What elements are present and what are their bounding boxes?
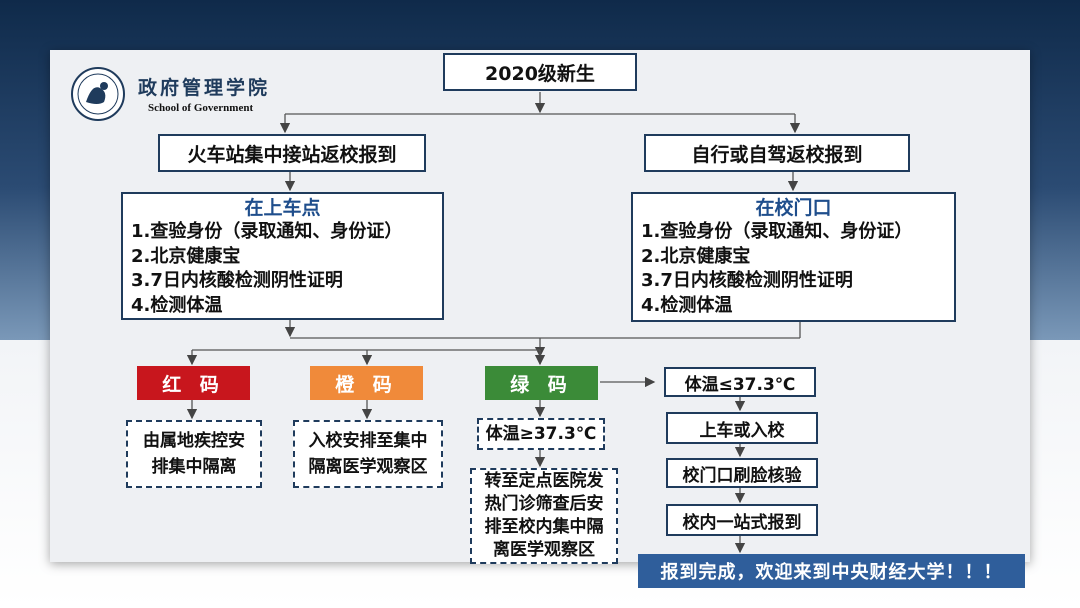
new-students-box: 2020级新生 — [443, 53, 637, 91]
school-emblem-icon — [71, 67, 125, 121]
check-item: 2.北京健康宝 — [641, 245, 751, 267]
train-station-pickup-box: 火车站集中接站返校报到 — [158, 134, 426, 172]
green-code-label: 绿 码 — [485, 366, 598, 400]
action-line: 由属地疾控安 — [143, 431, 245, 451]
one-stop-registration-box: 校内一站式报到 — [666, 504, 818, 536]
red-code-action-box: 由属地疾控安 排集中隔离 — [126, 420, 262, 488]
school-logo-text: 政府管理学院 School of Government — [138, 73, 270, 114]
orange-code-label: 橙 码 — [310, 366, 423, 400]
high-temperature-action-box: 转至定点医院发 热门诊筛查后安 排至校内集中隔 离医学观察区 — [470, 468, 618, 564]
check-item: 4.检测体温 — [641, 294, 733, 316]
check-item: 3.7日内核酸检测阴性证明 — [131, 270, 343, 291]
action-line: 热门诊筛查后安 — [484, 494, 604, 514]
check-item: 4.检测体温 — [131, 294, 223, 316]
self-drive-return-box: 自行或自驾返校报到 — [644, 134, 910, 172]
board-or-enter-box: 上车或入校 — [666, 412, 818, 444]
action-line: 排集中隔离 — [151, 457, 237, 477]
normal-temperature-box: 体温≤37.3℃ — [664, 367, 816, 397]
check-item: 1.查验身份（录取通知、身份证） — [131, 221, 403, 242]
boarding-point-title: 在上车点 — [244, 197, 321, 219]
orange-code-action-box: 入校安排至集中 隔离医学观察区 — [293, 420, 443, 488]
red-code-label: 红 码 — [137, 366, 250, 400]
registration-complete-banner: 报到完成，欢迎来到中央财经大学！！！ — [638, 554, 1025, 588]
action-line: 入校安排至集中 — [308, 431, 428, 451]
check-item: 3.7日内核酸检测阴性证明 — [641, 270, 853, 291]
action-line: 排至校内集中隔 — [484, 517, 604, 537]
check-item: 1.查验身份（录取通知、身份证） — [641, 221, 913, 242]
boarding-point-checks-box: 在上车点 1.查验身份（录取通知、身份证） 2.北京健康宝 3.7日内核酸检测阴… — [121, 192, 444, 320]
high-temperature-box: 体温≥37.3℃ — [477, 418, 605, 450]
action-line: 隔离医学观察区 — [308, 457, 428, 477]
action-line: 转至定点医院发 — [484, 471, 604, 491]
face-verification-box: 校门口刷脸核验 — [666, 458, 818, 488]
school-gate-title: 在校门口 — [755, 197, 832, 219]
school-gate-checks-box: 在校门口 1.查验身份（录取通知、身份证） 2.北京健康宝 3.7日内核酸检测阴… — [631, 192, 956, 322]
check-item: 2.北京健康宝 — [131, 245, 241, 267]
action-line: 离医学观察区 — [493, 540, 595, 560]
school-name-cn: 政府管理学院 — [138, 77, 271, 99]
school-name-en: School of Government — [148, 102, 254, 114]
